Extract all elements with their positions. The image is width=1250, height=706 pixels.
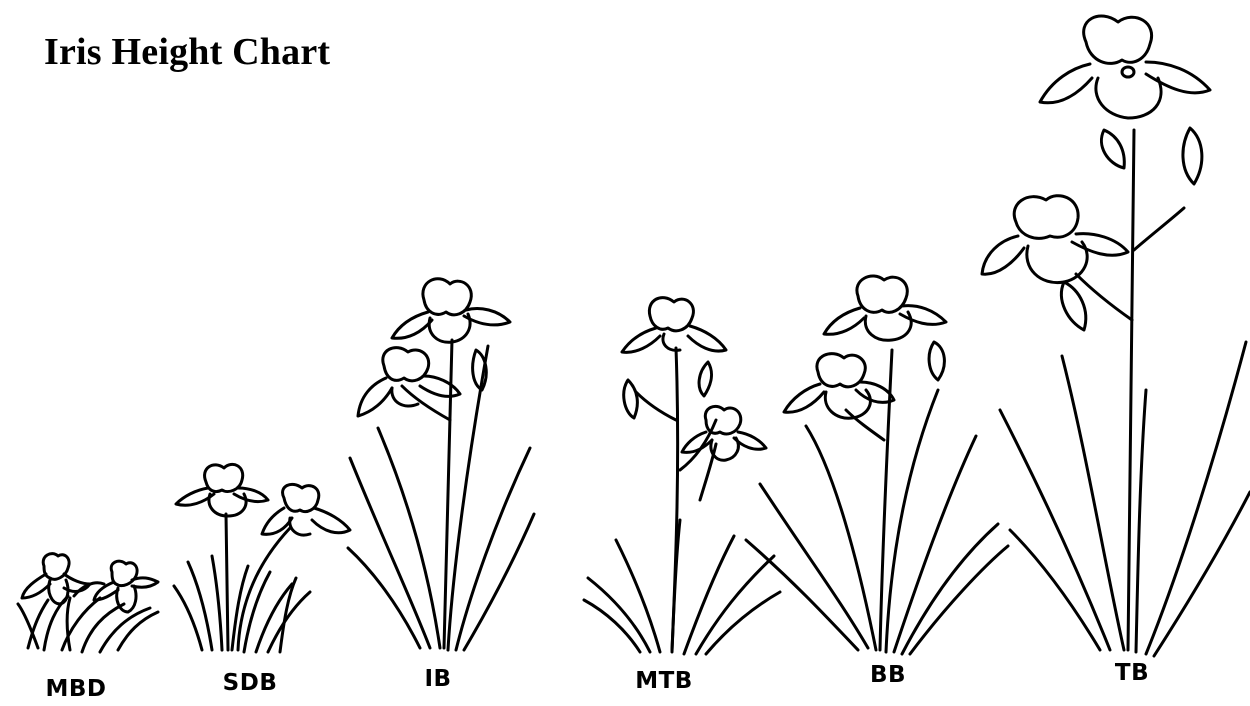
iris-mtb-icon bbox=[584, 298, 780, 654]
iris-ib-icon bbox=[348, 279, 534, 650]
label-ib: IB bbox=[424, 666, 451, 692]
iris-bb-icon bbox=[746, 276, 1008, 654]
iris-tb-icon bbox=[982, 16, 1250, 656]
iris-sdb-icon bbox=[174, 464, 350, 652]
label-bb: BB bbox=[870, 662, 906, 688]
label-mtb: MTB bbox=[635, 668, 693, 694]
label-sdb: SDB bbox=[223, 670, 278, 696]
label-mbd: MBD bbox=[45, 676, 106, 702]
iris-mbd-icon bbox=[18, 554, 158, 652]
label-tb: TB bbox=[1115, 660, 1149, 686]
